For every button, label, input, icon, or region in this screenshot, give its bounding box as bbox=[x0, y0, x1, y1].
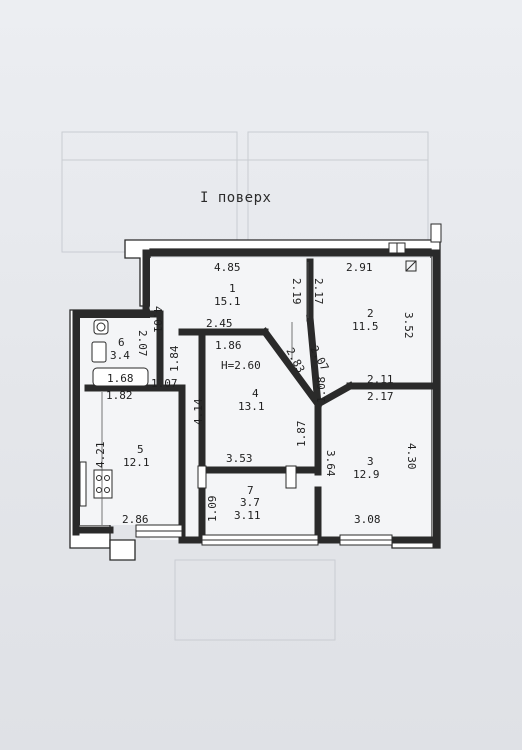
room-4-number: 4 bbox=[252, 387, 259, 400]
windows bbox=[135, 223, 442, 546]
dim-1-09: 1.09 bbox=[206, 495, 219, 523]
dim-3-64: 3.64 bbox=[324, 450, 337, 477]
floor-title: I поверх bbox=[200, 190, 272, 206]
dim-3-53: 3.53 bbox=[226, 452, 253, 465]
dim-1-82: 1.82 bbox=[106, 389, 133, 402]
dim-4-14: 4.14 bbox=[192, 398, 205, 426]
room-6-area: 3.4 bbox=[110, 349, 130, 362]
room-6-number: 6 bbox=[118, 336, 125, 349]
dim-1-68: 1.68 bbox=[107, 372, 134, 385]
dim-2-91: 2.91 bbox=[346, 261, 373, 274]
room-1-number: 1 bbox=[229, 282, 236, 295]
room-3-area: 12.9 bbox=[353, 468, 380, 481]
dim-2-11: 2.11 bbox=[367, 373, 394, 386]
dim-4-30: 4.30 bbox=[405, 443, 418, 470]
kitchen-stove bbox=[79, 461, 113, 507]
room-7-number: 7 bbox=[247, 484, 254, 497]
dim-3-11: 3.11 bbox=[234, 509, 261, 522]
room-3-number: 3 bbox=[367, 455, 374, 468]
room-7-area: 3.7 bbox=[240, 496, 260, 509]
dim-2-17-top: 2.17 bbox=[312, 278, 325, 305]
room-5-number: 5 bbox=[137, 443, 144, 456]
dim-2-17-right: 2.17 bbox=[367, 390, 394, 403]
dim-3-52: 3.52 bbox=[402, 312, 415, 339]
room-1-area: 15.1 bbox=[214, 295, 241, 308]
dim-1-87: 1.87 bbox=[295, 420, 308, 448]
dim-3-08: 3.08 bbox=[354, 513, 381, 526]
height-label: H=2.60 bbox=[221, 359, 261, 372]
dim-4-01: 4.01 bbox=[151, 306, 164, 333]
room-2-number: 2 bbox=[367, 307, 374, 320]
room-4-area: 13.1 bbox=[238, 400, 265, 413]
bathroom-fixtures bbox=[91, 319, 149, 387]
room-5-area: 12.1 bbox=[123, 456, 150, 469]
dim-2-45: 2.45 bbox=[206, 317, 233, 330]
dim-4-85: 4.85 bbox=[214, 261, 241, 274]
dim-2-07-bath: 2.07 bbox=[136, 330, 149, 357]
room-2-area: 11.5 bbox=[352, 320, 379, 333]
dimension-lines bbox=[101, 262, 309, 525]
dim-1-08: 1.08 bbox=[315, 376, 328, 404]
dim-4-21: 4.21 bbox=[94, 441, 107, 469]
dim-2-19: 2.19 bbox=[290, 278, 303, 305]
dim-1-07: 1.07 bbox=[151, 377, 178, 390]
dim-1-84: 1.84 bbox=[168, 345, 181, 373]
wall-details bbox=[124, 240, 417, 489]
dim-1-86: 1.86 bbox=[215, 339, 242, 352]
dim-2-86: 2.86 bbox=[122, 513, 149, 526]
